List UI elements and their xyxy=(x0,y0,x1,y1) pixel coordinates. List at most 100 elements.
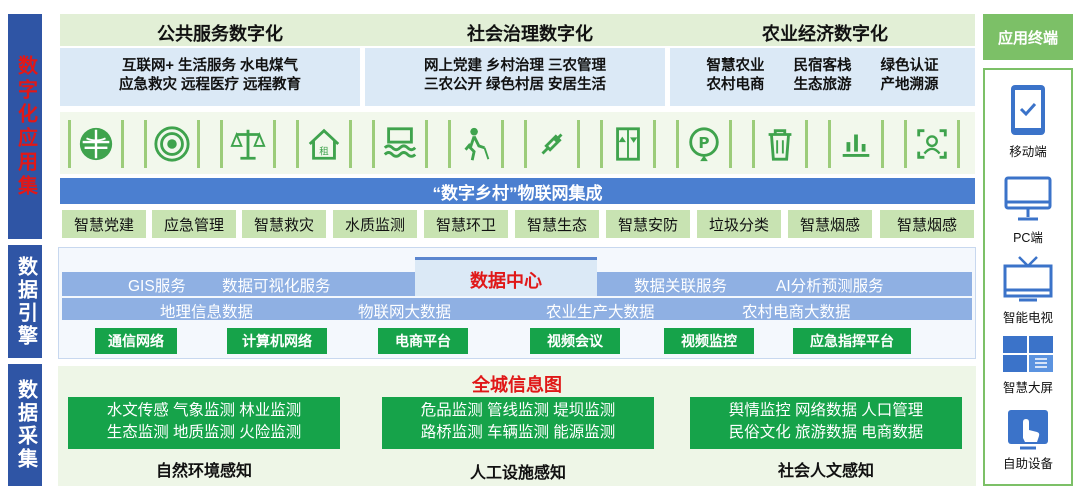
tag-2-label: 智慧救灾 xyxy=(253,216,314,234)
tag-0-label: 智慧党建 xyxy=(73,216,134,234)
tag-6-label: 智慧安防 xyxy=(617,216,678,234)
tag-4: 智慧环卫 xyxy=(424,210,508,238)
category-tile-public xyxy=(60,48,360,106)
collect-block-facility-line1: 危品监测 管线监测 堤坝监测 xyxy=(420,402,616,419)
category-items-public: 互联网+ 生活服务 水电煤气 应急救灾 远程医疗 远程教育 xyxy=(60,57,360,95)
trash-icon xyxy=(752,120,808,168)
category-items-governance-line2: 三农公开 绿色村居 安居生活 xyxy=(423,77,607,93)
tag-9-label: 智慧烟感 xyxy=(896,216,957,234)
engine-data-ecom: 农村电商大数据 xyxy=(742,304,851,321)
tag-1: 应急管理 xyxy=(152,210,236,238)
category-title-agri: 农业经济数字化 xyxy=(762,24,888,44)
big-screen-icon xyxy=(1003,336,1053,372)
infra-tag-2: 电商平台 xyxy=(378,328,468,354)
terminal-title: 应用终端 xyxy=(997,29,1058,47)
terminal-tv-label: 智能电视 xyxy=(1002,311,1053,325)
side-label-app: 数字化应用集 xyxy=(8,14,42,239)
collect-label-nature: 自然环境感知 xyxy=(155,463,252,480)
tag-6: 智慧安防 xyxy=(606,210,690,238)
terminal-kiosk-label: 自助设备 xyxy=(1002,457,1053,471)
parking-icon: P xyxy=(676,120,732,168)
category-tile-governance xyxy=(365,48,665,106)
globe-icon xyxy=(68,120,124,168)
terminal-mobile[interactable]: 移动端 xyxy=(983,82,1073,160)
collect-label-society: 社会人文感知 xyxy=(777,463,874,480)
side-label-app-text: 数字化应用集 xyxy=(14,54,37,199)
terminal-header: 应用终端 xyxy=(983,14,1073,60)
side-label-engine: 数据引擎 xyxy=(8,245,42,358)
top-category-header xyxy=(60,14,975,46)
engine-service-visual: 数据可视化服务 xyxy=(222,278,331,295)
category-items-agri-line1: 智慧农业 民宿客栈 绿色认证 xyxy=(706,58,939,74)
face-scan-icon xyxy=(904,120,960,168)
elevator-icon xyxy=(600,120,656,168)
category-items-public-line1: 互联网+ 生活服务 水电煤气 xyxy=(121,58,299,74)
category-items-agri: 智慧农业 民宿客栈 绿色认证 农村电商 生态旅游 产地溯源 xyxy=(670,57,975,95)
collect-block-nature-line2: 生态监测 地质监测 火险监测 xyxy=(106,424,302,441)
tag-9: 智慧烟感 xyxy=(880,210,974,238)
category-items-governance-line1: 网上党建 乡村治理 三农管理 xyxy=(423,58,607,74)
infra-tag-1-label: 计算机网络 xyxy=(242,333,312,349)
collect-block-nature: 水文传感 气象监测 林业监测 生态监测 地质监测 火险监测 xyxy=(68,397,340,449)
tag-0: 智慧党建 xyxy=(62,210,146,238)
kiosk-icon xyxy=(1008,410,1048,450)
svg-text:P: P xyxy=(698,134,709,152)
collect-block-facility: 危品监测 管线监测 堤坝监测 路桥监测 车辆监测 能源监测 xyxy=(382,397,654,449)
tablet-icon xyxy=(1011,85,1045,135)
walker-icon xyxy=(448,120,504,168)
tag-2: 智慧救灾 xyxy=(242,210,326,238)
tag-8: 智慧烟感 xyxy=(788,210,872,238)
collect-block-facility-line2: 路桥监测 车辆监测 能源监测 xyxy=(420,424,616,441)
side-label-engine-text: 数据引擎 xyxy=(14,255,37,348)
tag-3-label: 水质监测 xyxy=(344,216,405,234)
terminal-pc-label: PC端 xyxy=(1013,231,1043,245)
tag-5: 智慧生态 xyxy=(515,210,599,238)
monitor-icon xyxy=(1004,176,1052,221)
infra-tag-5: 应急指挥平台 xyxy=(793,328,911,354)
infra-tag-0: 通信网络 xyxy=(95,328,177,354)
terminal-kiosk[interactable]: 自助设备 xyxy=(983,408,1073,472)
infra-tag-0-label: 通信网络 xyxy=(108,333,164,349)
infra-tag-4-label: 视频监控 xyxy=(681,333,737,349)
engine-data-iot: 物联网大数据 xyxy=(358,304,452,321)
chart-icon xyxy=(828,120,884,168)
engine-service-ai: AI分析预测服务 xyxy=(776,278,884,295)
collect-block-nature-line1: 水文传感 气象监测 林业监测 xyxy=(106,402,302,419)
data-center-title: 数据中心 xyxy=(470,271,542,291)
terminal-mobile-label: 移动端 xyxy=(1009,145,1047,159)
engine-data-geo: 地理信息数据 xyxy=(160,304,254,321)
water-level-icon xyxy=(372,120,428,168)
collect-label-facility: 人工设施感知 xyxy=(469,465,566,482)
icon-row: 租 P xyxy=(60,112,975,174)
tag-7-label: 垃圾分类 xyxy=(708,216,769,234)
infra-tag-2-label: 电商平台 xyxy=(395,333,451,349)
tag-5-label: 智慧生态 xyxy=(526,216,587,234)
infra-tag-4: 视频监控 xyxy=(664,328,754,354)
tag-7: 垃圾分类 xyxy=(697,210,781,238)
tag-3: 水质监测 xyxy=(333,210,417,238)
tag-1-label: 应急管理 xyxy=(163,216,224,234)
collect-block-society-line2: 民俗文化 旅游数据 电商数据 xyxy=(728,424,924,441)
iot-integration-bar: “数字乡村”物联网集成 xyxy=(60,178,975,204)
terminal-pc[interactable]: PC端 xyxy=(983,174,1073,246)
engine-data-row: 地理信息数据 物联网大数据 农业生产大数据 农村电商大数据 xyxy=(62,298,972,321)
terminal-bigscreen[interactable]: 智慧大屏 xyxy=(983,334,1073,396)
house-rent-icon: 租 xyxy=(296,120,352,168)
engine-service-correlate: 数据关联服务 xyxy=(634,278,728,295)
infra-tag-1: 计算机网络 xyxy=(227,328,327,354)
category-title-public: 公共服务数字化 xyxy=(157,24,283,44)
target-icon xyxy=(144,120,200,168)
side-label-collect: 数据采集 xyxy=(8,364,42,486)
terminal-tv[interactable]: 智能电视 xyxy=(983,254,1073,326)
category-title-governance: 社会治理数字化 xyxy=(467,24,593,44)
data-center-tab: 数据中心 xyxy=(415,257,597,296)
city-map-title: 全城信息图 xyxy=(472,375,562,395)
engine-data-agri: 农业生产大数据 xyxy=(546,304,655,321)
infra-tag-5-label: 应急指挥平台 xyxy=(810,333,894,349)
iot-integration-label: “数字乡村”物联网集成 xyxy=(432,183,603,203)
category-items-agri-line2: 农村电商 生态旅游 产地溯源 xyxy=(706,77,939,93)
plug-icon xyxy=(524,120,580,168)
collect-block-society: 舆情监控 网络数据 人口管理 民俗文化 旅游数据 电商数据 xyxy=(690,397,962,449)
scale-icon xyxy=(220,120,276,168)
svg-text:租: 租 xyxy=(319,145,329,157)
